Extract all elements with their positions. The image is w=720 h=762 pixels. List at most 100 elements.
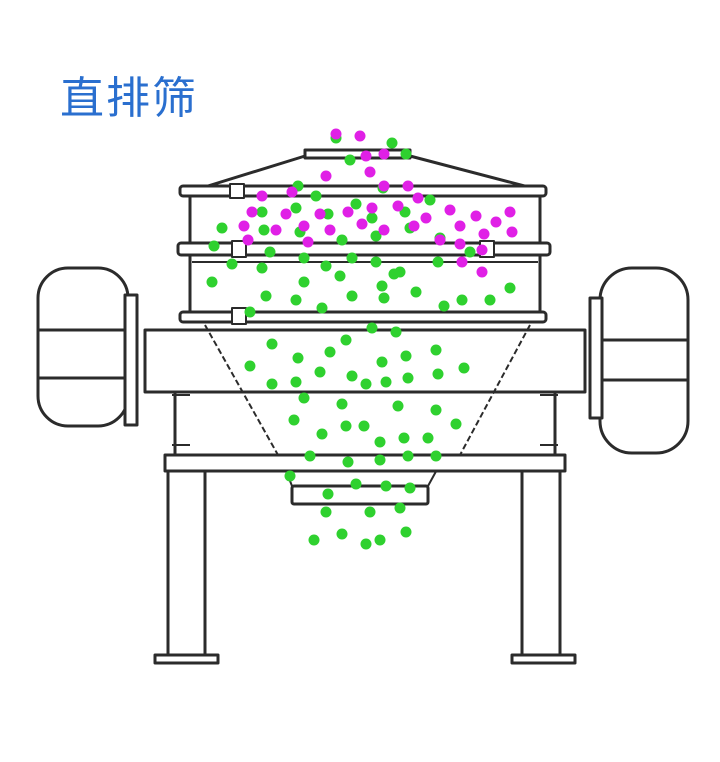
coarse-particle-dot — [456, 256, 468, 268]
fine-particle-dot — [226, 258, 238, 270]
fine-particle-dot — [358, 420, 370, 432]
fine-particle-dot — [430, 450, 442, 462]
fine-particle-dot — [284, 470, 296, 482]
fine-particle-dot — [256, 262, 268, 274]
fine-particle-dot — [340, 334, 352, 346]
lower-frame — [188, 255, 542, 315]
coarse-particle-dot — [402, 180, 414, 192]
coarse-particle-dot — [280, 208, 292, 220]
coarse-particle-dot — [324, 224, 336, 236]
fine-particle-dot — [320, 260, 332, 272]
fine-particle-dot — [380, 376, 392, 388]
fine-particle-dot — [266, 338, 278, 350]
fine-particle-dot — [392, 400, 404, 412]
fine-particle-dot — [430, 404, 442, 416]
fine-particle-dot — [360, 378, 372, 390]
fine-particle-dot — [346, 252, 358, 264]
coarse-particle-dot — [354, 130, 366, 142]
particles — [206, 128, 518, 550]
fine-particle-dot — [244, 306, 256, 318]
coarse-particle-dot — [454, 220, 466, 232]
fine-particle-dot — [430, 344, 442, 356]
fine-particle-dot — [298, 392, 310, 404]
fine-particle-dot — [376, 280, 388, 292]
fine-particle-dot — [350, 478, 362, 490]
base-housing — [143, 328, 587, 394]
coarse-particle-dot — [360, 150, 372, 162]
fine-particle-dot — [344, 154, 356, 166]
fine-particle-dot — [370, 230, 382, 242]
fine-particle-dot — [244, 360, 256, 372]
coarse-particle-dot — [506, 226, 518, 238]
coarse-particle-dot — [238, 220, 250, 232]
coarse-particle-dot — [392, 200, 404, 212]
fine-particle-dot — [400, 148, 412, 160]
fine-particle-dot — [292, 352, 304, 364]
fine-particle-dot — [402, 372, 414, 384]
fine-particle-dot — [458, 362, 470, 374]
fine-particle-dot — [298, 276, 310, 288]
fine-particle-dot — [324, 346, 336, 358]
coarse-particle-dot — [246, 206, 258, 218]
coarse-particle-dot — [378, 180, 390, 192]
coarse-particle-dot — [366, 202, 378, 214]
coarse-particle-dot — [476, 266, 488, 278]
hopper-cone — [204, 324, 531, 456]
fine-particle-dot — [258, 224, 270, 236]
fine-particle-dot — [342, 456, 354, 468]
fine-particle-dot — [290, 202, 302, 214]
fine-particle-dot — [370, 256, 382, 268]
fine-particle-dot — [484, 294, 496, 306]
coarse-particle-dot — [412, 192, 424, 204]
fine-particle-dot — [340, 420, 352, 432]
fine-particle-dot — [400, 350, 412, 362]
top-clamp-ring — [178, 184, 548, 198]
fine-particle-dot — [402, 450, 414, 462]
fine-particle-dot — [334, 270, 346, 282]
coarse-particle-dot — [242, 234, 254, 246]
fine-particle-dot — [386, 137, 398, 149]
fine-particle-dot — [320, 506, 332, 518]
coarse-particle-dot — [270, 224, 282, 236]
coarse-particle-dot — [470, 210, 482, 222]
coarse-particle-dot — [330, 128, 342, 140]
right-spring — [540, 394, 558, 446]
coarse-particle-dot — [454, 238, 466, 250]
fine-particle-dot — [450, 418, 462, 430]
fine-particle-dot — [256, 206, 268, 218]
coarse-particle-dot — [420, 212, 432, 224]
fine-particle-dot — [432, 368, 444, 380]
fine-particle-dot — [314, 366, 326, 378]
fine-particle-dot — [456, 294, 468, 306]
bottom-clamp-ring — [178, 310, 548, 324]
fine-particle-dot — [378, 292, 390, 304]
fine-particle-dot — [260, 290, 272, 302]
coarse-particle-dot — [302, 236, 314, 248]
fine-particle-dot — [322, 208, 334, 220]
coarse-particle-dot — [320, 170, 332, 182]
fine-particle-dot — [366, 322, 378, 334]
coarse-particle-dot — [408, 220, 420, 232]
fine-particle-dot — [288, 414, 300, 426]
fine-particle-dot — [504, 282, 516, 294]
fine-particle-dot — [290, 294, 302, 306]
fine-particle-dot — [400, 526, 412, 538]
fine-particle-dot — [380, 480, 392, 492]
fine-particle-dot — [422, 432, 434, 444]
left-spring — [172, 394, 190, 446]
coarse-particle-dot — [256, 190, 268, 202]
fine-particle-dot — [346, 290, 358, 302]
fine-particle-dot — [390, 326, 402, 338]
upper-frame — [188, 196, 542, 245]
fine-particle-dot — [388, 268, 400, 280]
coarse-particle-dot — [364, 166, 376, 178]
coarse-particle-dot — [298, 220, 310, 232]
left-motor — [36, 266, 139, 428]
diagram-title: 直排筛 — [60, 73, 198, 124]
coarse-particle-dot — [490, 216, 502, 228]
right-foot — [510, 653, 577, 665]
fine-particle-dot — [298, 252, 310, 264]
coarse-particle-dot — [378, 224, 390, 236]
fine-particle-dot — [394, 502, 406, 514]
